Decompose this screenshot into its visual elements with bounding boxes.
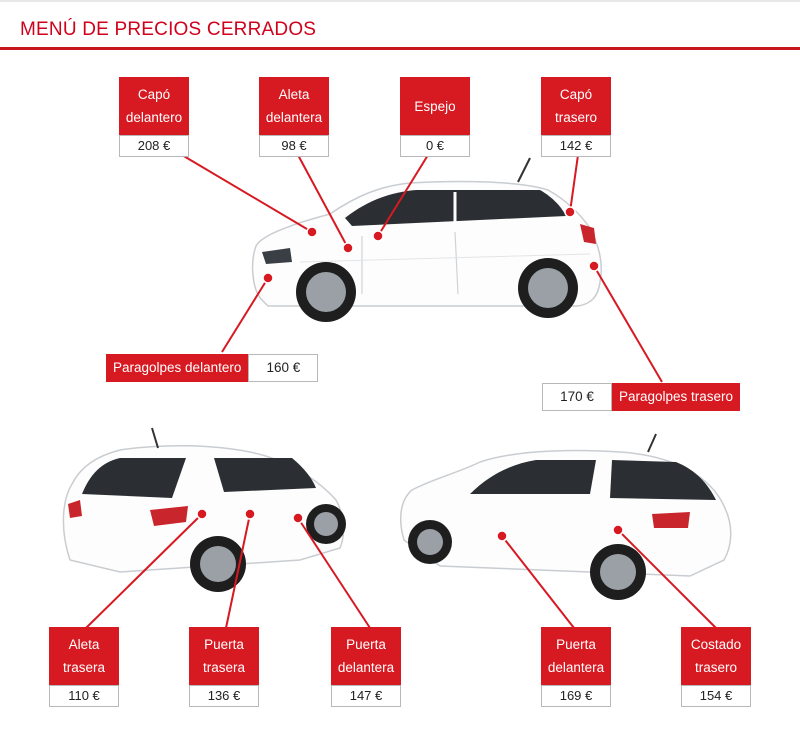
tag-puerta-trasera: Puerta trasera 136 € — [189, 627, 259, 707]
price-value: 208 € — [119, 135, 189, 157]
tag-label: Paragolpes delantero — [106, 354, 249, 382]
tag-aleta-delantera: Aleta delantera 98 € — [259, 77, 329, 157]
price-value: 98 € — [259, 135, 329, 157]
price-value: 170 € — [542, 383, 612, 411]
tag-label: Capó — [559, 87, 593, 102]
tag-capo-delantero: Capó delantero 208 € — [119, 77, 189, 157]
tag-label: Puerta — [204, 637, 244, 652]
price-value: 147 € — [331, 685, 401, 707]
tag-paragolpes-trasero: 170 € Paragolpes trasero — [542, 383, 741, 411]
car-side-body — [251, 157, 602, 322]
tag-label: Espejo — [414, 98, 456, 114]
tag-costado-trasero: Costado trasero 154 € — [681, 627, 751, 707]
tag-label: delantera — [337, 660, 395, 675]
tag-label: delantera — [265, 110, 323, 125]
leader-lines — [85, 154, 717, 629]
top-border — [0, 0, 800, 2]
tag-label: Puerta — [346, 637, 386, 652]
tag-puerta-delantera-der: Puerta delantera 169 € — [541, 627, 611, 707]
tag-label: trasera — [62, 660, 106, 675]
price-value: 154 € — [681, 685, 751, 707]
tag-label: delantera — [547, 660, 605, 675]
price-value: 0 € — [400, 135, 470, 157]
tag-capo-trasero: Capó trasero 142 € — [541, 77, 611, 157]
tag-label: trasero — [554, 110, 598, 125]
tag-puerta-delantera-izq: Puerta delantera 147 € — [331, 627, 401, 707]
price-value: 160 € — [248, 354, 319, 382]
car-front-three-quarter — [399, 433, 732, 600]
tag-label: trasero — [694, 660, 738, 675]
price-value: 136 € — [189, 685, 259, 707]
tag-espejo: Espejo 0 € — [400, 77, 470, 157]
tag-label: Paragolpes trasero — [612, 383, 741, 411]
tag-label: trasera — [202, 660, 246, 675]
tag-label: Costado — [690, 637, 742, 652]
tag-label: Aleta — [68, 637, 100, 652]
page-title: MENÚ DE PRECIOS CERRADOS — [20, 19, 317, 40]
price-value: 110 € — [49, 685, 119, 707]
tag-label: Capó — [137, 87, 171, 102]
tag-paragolpes-delantero: Paragolpes delantero 160 € — [106, 354, 319, 382]
page-header: MENÚ DE PRECIOS CERRADOS — [0, 0, 800, 50]
tag-label: delantero — [125, 110, 183, 125]
price-value: 169 € — [541, 685, 611, 707]
header-rule — [0, 47, 800, 50]
tag-label: Puerta — [556, 637, 596, 652]
price-value: 142 € — [541, 135, 611, 157]
tag-label: Aleta — [278, 87, 310, 102]
tag-aleta-trasera: Aleta trasera 110 € — [49, 627, 119, 707]
